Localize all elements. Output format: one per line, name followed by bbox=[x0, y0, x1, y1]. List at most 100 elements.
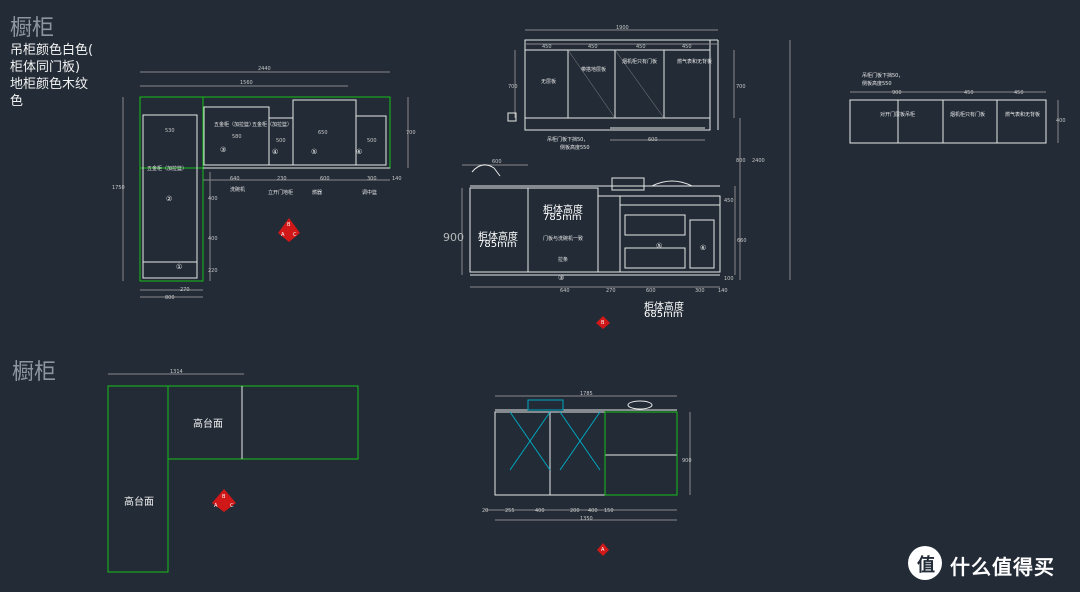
plan-dimension-lines bbox=[122, 71, 409, 298]
plan-dim-530: 530 bbox=[165, 128, 175, 134]
base-dim-140: 140 bbox=[718, 288, 728, 294]
section-marker-elevation bbox=[597, 543, 609, 556]
note-line-1: 吊柜颜色白色( bbox=[10, 43, 94, 58]
layout-green-outline bbox=[107, 385, 359, 573]
layout-label-high-2: 高台面 bbox=[124, 497, 154, 508]
upper-dim-450b: 450 bbox=[588, 44, 598, 50]
plan-marker-b: B bbox=[287, 222, 291, 228]
base-dim-600: 600 bbox=[492, 159, 502, 165]
section-marker-layout bbox=[212, 489, 236, 512]
section-marker-base bbox=[596, 316, 610, 329]
layout-marker-c: C bbox=[230, 503, 234, 509]
plan-dim-140: 140 bbox=[392, 176, 402, 182]
note-line-4: 色 bbox=[10, 94, 24, 109]
upper-label-c2: 带搭地层板 bbox=[581, 67, 607, 73]
layout-dim-total: 1314 bbox=[170, 369, 183, 375]
upper-note-1: 吊柜门板下挡50， bbox=[547, 137, 589, 143]
right-note-1: 吊柜门板下挡50， bbox=[862, 73, 904, 79]
base-number-5: ⑤ bbox=[656, 242, 663, 250]
base-dim-660: 660 bbox=[737, 238, 747, 244]
plan-title: 橱柜 bbox=[10, 16, 55, 41]
watermark-text: 什么值得买 bbox=[950, 555, 1055, 579]
plan-dim-640: 640 bbox=[230, 176, 240, 182]
base-dish-label: 拉条 bbox=[558, 257, 569, 263]
elev-dim-200: 200 bbox=[570, 508, 580, 514]
plan-label-u3: 五金柜（加拉篮） bbox=[252, 122, 293, 128]
plan-cabinets bbox=[142, 99, 390, 279]
right-label-c2: 烟机柜只有门板 bbox=[950, 112, 986, 118]
base-number-6: ⑥ bbox=[700, 244, 707, 252]
plan-dim-220: 220 bbox=[208, 268, 218, 274]
upper-label-c3: 烟机柜只有门板 bbox=[622, 59, 658, 65]
right-dim-900: 900 bbox=[892, 90, 902, 96]
plan-dim-700: 700 bbox=[406, 130, 416, 136]
section-marker-plan bbox=[278, 218, 300, 242]
base-dim-270: 270 bbox=[606, 288, 616, 294]
elev-dim-400: 400 bbox=[535, 508, 545, 514]
upper-label-c1: 无层板 bbox=[541, 79, 557, 85]
elev-dim-150: 150 bbox=[604, 508, 614, 514]
plan-dim-total: 2440 bbox=[258, 66, 271, 72]
plan-label-end: 调中篮 bbox=[362, 190, 378, 196]
upper-dim-700: 700 bbox=[508, 84, 518, 90]
elev-dim-255: 255 bbox=[505, 508, 515, 514]
base-dim-800: 800 bbox=[736, 158, 746, 164]
plan-dim-400a: 400 bbox=[208, 196, 218, 202]
right-dim-400: 400 bbox=[1056, 118, 1066, 124]
elev-dim-400b: 400 bbox=[588, 508, 598, 514]
right-cabinet-frame bbox=[849, 99, 1047, 144]
base-dim-600b: 600 bbox=[646, 288, 656, 294]
plan-number-6: ⑥ bbox=[356, 148, 363, 156]
plan-marker-a: A bbox=[281, 232, 285, 238]
right-note-2: 侧板高度550 bbox=[862, 81, 892, 87]
plan-dim-500a: 500 bbox=[276, 138, 286, 144]
upper-note-2: 侧板高度550 bbox=[560, 145, 590, 151]
base-dim-450: 450 bbox=[724, 198, 734, 204]
base-height-1-value: 785mm bbox=[478, 239, 517, 250]
upper-cabinet-frame bbox=[524, 39, 719, 131]
plan-dim-600: 600 bbox=[320, 176, 330, 182]
plan-dim-800: 800 bbox=[165, 295, 175, 301]
plan-dim-270: 270 bbox=[180, 287, 190, 293]
upper-dim-600: 600 bbox=[648, 137, 658, 143]
upper-marker-box bbox=[507, 112, 517, 122]
base-dim-2400: 2400 bbox=[752, 158, 765, 164]
elevation-green bbox=[604, 411, 678, 496]
base-dim-640: 640 bbox=[560, 288, 570, 294]
plan-dim-650: 650 bbox=[318, 130, 328, 136]
upper-dim-450a: 450 bbox=[542, 44, 552, 50]
layout-label-high-1: 高台面 bbox=[193, 419, 223, 430]
plan-marker-c: C bbox=[293, 232, 297, 238]
plan-number-3: ③ bbox=[220, 146, 227, 154]
base-marker-b: B bbox=[601, 320, 605, 326]
watermark-logo-icon bbox=[908, 546, 942, 580]
right-dimension-lines bbox=[850, 91, 1059, 143]
plan-dim-230: 230 bbox=[277, 176, 287, 182]
plan-label-u2: 五金柜（加拉篮） bbox=[214, 122, 255, 128]
base-height-3-value: 685mm bbox=[644, 309, 683, 320]
note-line-2: 柜体同门板) bbox=[10, 60, 81, 75]
base-number-3: ③ bbox=[558, 274, 565, 282]
base-height-3: 柜体高度 bbox=[644, 302, 684, 313]
upper-dim-total: 1900 bbox=[616, 25, 629, 31]
base-height-2: 柜体高度 bbox=[543, 205, 583, 216]
plan-dim-500b: 500 bbox=[367, 138, 377, 144]
right-dim-450b: 450 bbox=[1014, 90, 1024, 96]
base-height-2-value: 785mm bbox=[543, 212, 582, 223]
right-label-c1: 对开门层板吊柜 bbox=[880, 112, 916, 118]
plan-label-sink: 立开门地柜 bbox=[268, 190, 294, 196]
base-cabinet-frame bbox=[469, 177, 721, 276]
base-height-1: 柜体高度 bbox=[478, 232, 518, 243]
plan-number-4: ④ bbox=[272, 148, 279, 156]
elev-dim-900: 900 bbox=[682, 458, 692, 464]
plan-label-u1: 五金柜（加拉篮） bbox=[147, 166, 188, 172]
faucet-shape bbox=[471, 164, 501, 177]
upper-dim-450c: 450 bbox=[636, 44, 646, 50]
plan-number-2: ② bbox=[166, 195, 173, 203]
right-label-c3: 燃气表和无背板 bbox=[1005, 112, 1041, 118]
upper-dim-450d: 450 bbox=[682, 44, 692, 50]
plan-dim-depth: 1750 bbox=[112, 185, 125, 191]
base-door-note: 门板与洗碗机一致 bbox=[543, 236, 584, 242]
elev-dim-bottom: 1350 bbox=[580, 516, 593, 522]
